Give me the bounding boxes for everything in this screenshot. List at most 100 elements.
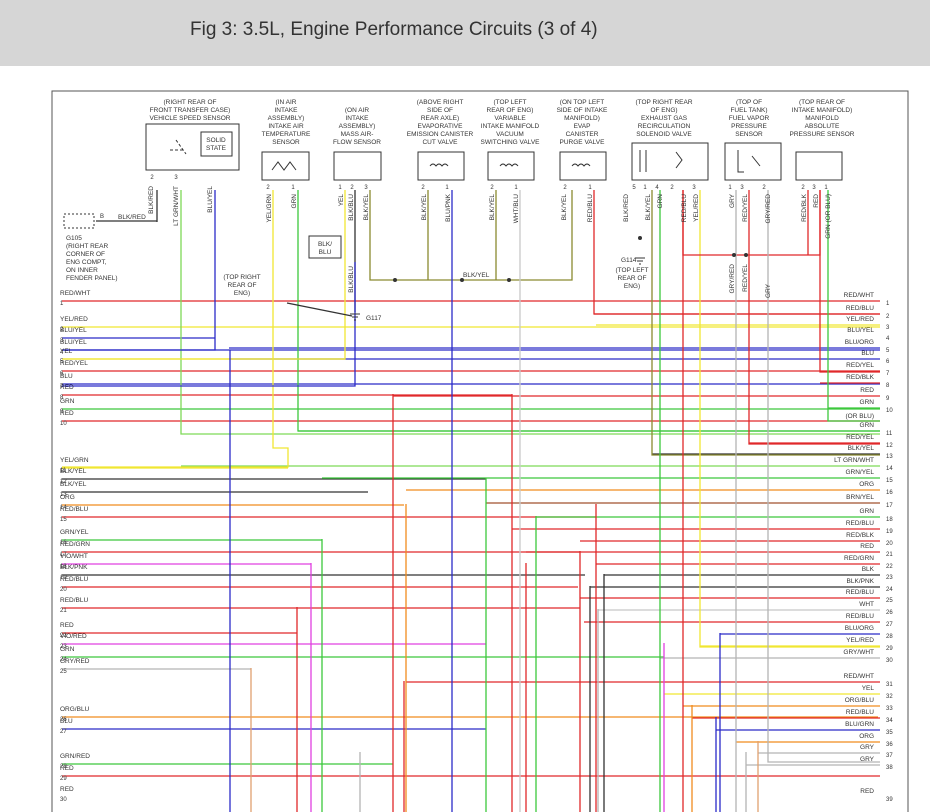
egr-label: (TOP RIGHT REAR [635, 99, 692, 106]
maf-label: (ON AIR [345, 107, 370, 114]
right-row-label: YEL/RED [846, 637, 874, 644]
imv-label: VACUUM [496, 131, 524, 138]
right-row-number: 26 [886, 610, 893, 616]
right-row-label: WHT [859, 601, 874, 608]
label-layer: RED/WHT1YEL/RED2BLU/YEL3BLU/YEL4YEL5RED/… [60, 99, 893, 803]
left-row-label: RED/YEL [60, 360, 88, 367]
vss-switch-icon [170, 139, 187, 155]
right-row-number: 24 [886, 587, 893, 593]
left-row-number: 29 [60, 776, 67, 782]
pin-number: 1 [291, 185, 295, 191]
left-row-label: RED/BLU [60, 506, 88, 513]
left-row-label: RED [60, 622, 74, 629]
right-row-number: 35 [886, 730, 893, 736]
g105-pin-label: B [100, 214, 104, 220]
right-row-number: 7 [886, 371, 890, 377]
header-bar: Fig 3: 3.5L, Engine Performance Circuits… [0, 0, 930, 66]
right-row-label: RED/BLU [846, 520, 874, 527]
right-row-number: 21 [886, 552, 893, 558]
right-row-label: RED/BLU [846, 709, 874, 716]
evap-cut-label: CUT VALVE [422, 139, 458, 146]
right-row-number: 31 [886, 682, 893, 688]
pin-number: 4 [655, 185, 659, 191]
right-row-label: LT GRN/WHT [834, 457, 874, 464]
evap-wire-label: BLK/YEL [421, 194, 428, 221]
g105-label: (RIGHT REAR [66, 243, 108, 250]
left-row-label: ORG/BLU [60, 706, 90, 713]
evap-wire-label: BLU/PNK [445, 193, 452, 221]
right-row-number: 14 [886, 466, 893, 472]
vss-label: VEHICLE SPEED SENSOR [150, 115, 231, 122]
map-label: INTAKE MANIFOLD) [792, 107, 853, 114]
pin-number: 1 [728, 185, 732, 191]
left-row-label: VIO/RED [60, 633, 87, 640]
left-row-number: 5 [60, 359, 64, 365]
egr-wire-label: GRN [657, 194, 664, 209]
pin-number: 1 [514, 185, 518, 191]
splice-dot [393, 278, 397, 282]
splice-dot [744, 253, 748, 257]
vss-label: (RIGHT REAR OF [164, 99, 217, 106]
thermistor-icon [271, 161, 297, 171]
fuel-tank-label: SENSOR [735, 131, 763, 138]
right-row-number: 2 [886, 314, 890, 320]
left-row-number: 18 [60, 564, 67, 570]
evap-cut-label: EVAPORATIVE [418, 123, 464, 130]
g117-location-label: REAR OF [228, 282, 257, 289]
right-row-number: 30 [886, 658, 893, 664]
evap-cut-label: (ABOVE RIGHT [417, 99, 464, 106]
right-row-label: GRN/YEL [845, 469, 874, 476]
right-row-number: 25 [886, 598, 893, 604]
wire-maf-blu [62, 262, 356, 387]
g105-label: ON INNER [66, 267, 98, 274]
pin-number: 3 [740, 185, 744, 191]
right-row-label: RED [860, 387, 874, 394]
fuel-tank-label: PRESSURE [731, 123, 767, 130]
pin-number: 2 [266, 185, 270, 191]
blk-blu-box-label: BLK/ [318, 241, 332, 248]
right-row-label: RED/YEL [846, 434, 874, 441]
right-row-label: RED/BLU [846, 613, 874, 620]
egr-box [631, 142, 709, 181]
fuel-tank-label: (TOP OF [736, 99, 762, 106]
solid-state-box [200, 131, 233, 157]
imv-label: SWITCHING VALVE [481, 139, 541, 146]
wire-map-grn [827, 190, 880, 422]
right-row-number: 1 [886, 301, 890, 307]
right-row-label: ORG/BLU [845, 697, 875, 704]
right-row-number: 6 [886, 359, 890, 365]
right-row-number: 11 [886, 431, 893, 437]
left-row-number: 28 [60, 764, 67, 770]
pin-number: 2 [563, 185, 567, 191]
left-row-number: 3 [60, 338, 64, 344]
left-row-number: 24 [60, 657, 67, 663]
map-wire-label: GRN (OR BLU) [825, 194, 832, 239]
left-row-number: 4 [60, 350, 64, 356]
left-row-label: GRN/RED [60, 753, 90, 760]
g117-location-label: (TOP RIGHT [223, 274, 260, 281]
wire-iat-yelgrn [62, 190, 289, 468]
right-row-number: 20 [886, 541, 893, 547]
map-label: ABSOLUTE [805, 123, 840, 130]
right-row-number: 34 [886, 718, 893, 724]
vss-wire-label: BLK/RED [148, 186, 155, 214]
right-row-number: 28 [886, 634, 893, 640]
right-row-label: BLU/GRN [845, 721, 874, 728]
map-label: PRESSURE SENSOR [789, 131, 854, 138]
right-row-label: RED [860, 543, 874, 550]
maf-wire-label: BLK/YEL [363, 194, 370, 221]
right-row-number: 12 [886, 443, 893, 449]
g117-location-label: ENG) [234, 290, 250, 297]
left-row-label: YEL [60, 348, 73, 355]
right-row-label: BLU [861, 350, 874, 357]
purge-label: PURGE VALVE [560, 139, 606, 146]
left-row-label: BLU/YEL [60, 327, 87, 334]
wire-iat-grn [297, 190, 880, 432]
right-row-number: 18 [886, 517, 893, 523]
wire-purge-redblu [593, 190, 880, 315]
imv-label: REAR OF ENG) [487, 107, 534, 114]
diagram-border [51, 90, 909, 812]
right-row-label: RED/BLK [846, 374, 874, 381]
right-row-label: GRN [860, 508, 875, 515]
